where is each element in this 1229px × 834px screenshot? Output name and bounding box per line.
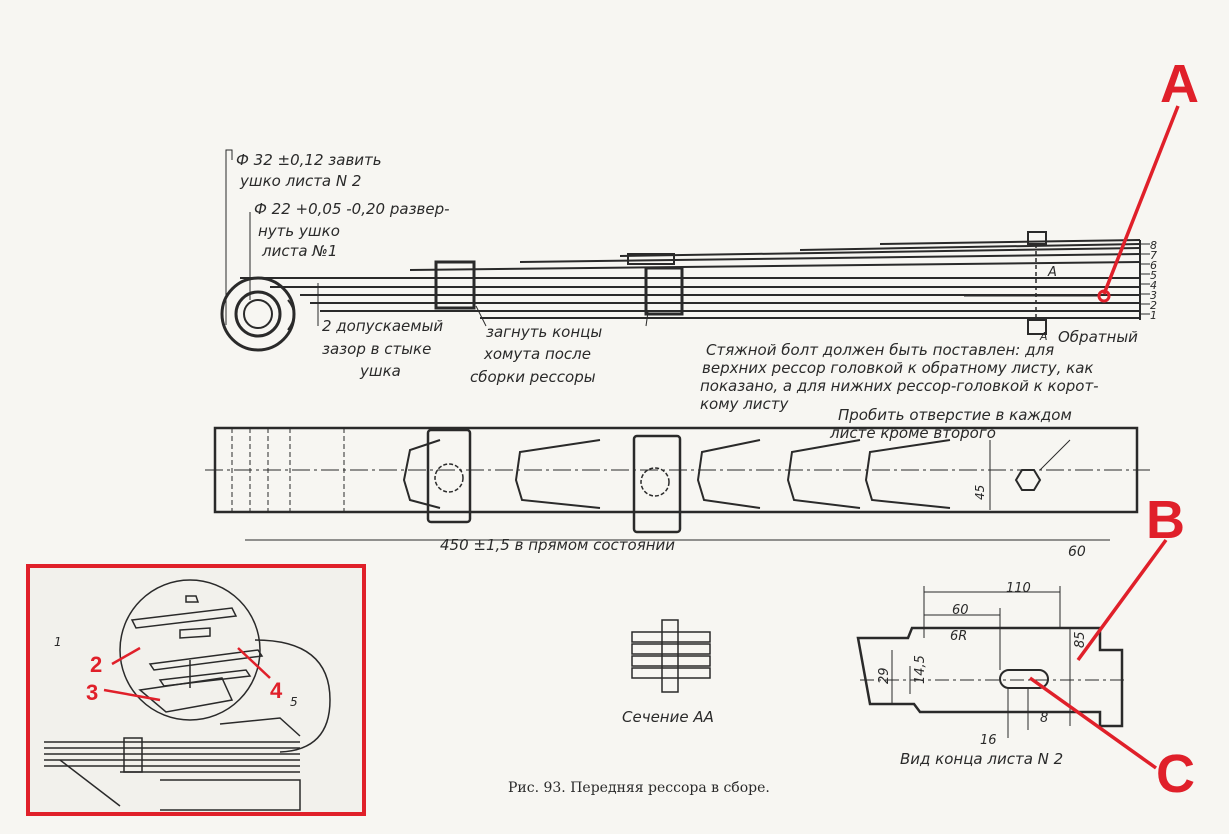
callout-4: 4	[270, 678, 283, 703]
hole-note-line1: Пробить отверстие в каждом	[838, 406, 1072, 424]
figure-caption: Рис. 93. Передняя рессора в сборе.	[508, 780, 770, 796]
hole-leader	[1039, 439, 1071, 471]
section-mark-a-lower: А	[1039, 330, 1048, 343]
gap-note-line2: зазор в стыке	[322, 340, 431, 358]
hex-hole	[1014, 469, 1042, 491]
dim-110: 110	[1006, 581, 1031, 596]
leaf-number-label: 6	[1150, 259, 1157, 272]
leaf-number-label: 5	[1150, 269, 1157, 282]
section-aa-label: Сечение АА	[622, 708, 714, 726]
clamp-plan-left	[426, 428, 472, 524]
section-mark-a: А	[1047, 265, 1057, 280]
spring-leaves	[240, 239, 1141, 320]
bolt-nut-top	[1027, 231, 1047, 245]
phi32-note-line2: ушко листа N 2	[239, 172, 361, 190]
hole-note-line2: листе кроме второго	[829, 424, 996, 442]
gap-note-line1: 2 допускаемый	[322, 317, 443, 335]
inset-mark-1: 1	[54, 635, 62, 649]
dim-14-5: 14,5	[913, 655, 928, 684]
phi32-note-line1: Ф 32 ±0,12 завить	[236, 151, 382, 169]
section-aa: Сечение АА	[622, 619, 714, 726]
gap-note-line3: ушка	[359, 362, 401, 380]
clamp-plan-middle	[632, 434, 682, 534]
spring-eye-outer	[220, 276, 296, 352]
inset-mark-5: 5	[290, 695, 298, 709]
phi22-note-line2: нуть ушко	[258, 222, 340, 240]
length-dim-label: 450 ±1,5 в прямом состоянии	[440, 536, 675, 554]
end-view-leaf-2: 110 60 6R 85 29 14,5 16 8 Вид конца лист…	[856, 581, 1128, 768]
dim-60-end: 60	[952, 603, 969, 618]
callout-b-leader	[1076, 538, 1168, 662]
leaf-number-label: 4	[1150, 279, 1157, 292]
spring-eye-pin	[243, 299, 273, 329]
phi22-note-line1: Ф 22 +0,05 -0,20 развер-	[254, 200, 450, 218]
dim-29: 29	[877, 667, 892, 684]
phi22-note-line3: листа №1	[261, 242, 337, 260]
bolt-nut-bottom	[1027, 319, 1047, 335]
callout-c: C	[1156, 744, 1195, 804]
clamp-note-line3: сборки рессоры	[470, 368, 596, 386]
clamp-note-line2: хомута после	[483, 345, 591, 363]
clamp-bolt-left	[434, 463, 464, 493]
bolt-note-line2: верхних рессор головкой к обратному лист…	[702, 359, 1094, 377]
leaf-number-label: 7	[1150, 249, 1157, 262]
inset-detail: 1 5 2 3 4	[26, 564, 366, 816]
reverse-leaf-label: Обратный	[1058, 328, 1138, 346]
leaf-number-label: 1	[1150, 309, 1157, 322]
callout-a-dot	[1097, 289, 1111, 303]
inset-plates	[130, 595, 264, 713]
section-aa-hatch	[631, 619, 711, 693]
bolt-note-line4: кому листу	[700, 395, 790, 413]
clamp-left	[434, 260, 476, 310]
plan-hidden-lines	[231, 428, 345, 512]
leaf-ends	[402, 439, 951, 509]
end-view-dims: 110 60 6R 85 29 14,5 16 8	[877, 581, 1088, 748]
bolt-note-line3: показано, а для нижних рессор-головкой к…	[700, 377, 1099, 395]
inset-eye-outline	[254, 639, 331, 753]
callout-b: B	[1146, 490, 1185, 550]
leaf-number-ticks	[1140, 243, 1150, 315]
callout-2: 2	[90, 652, 102, 677]
spring-eye-bushing	[234, 290, 282, 338]
spring-plan-view: Пробить отверстие в каждом листе кроме в…	[205, 406, 1150, 560]
clamp-note-line1: загнуть концы	[486, 323, 602, 341]
leaf-numbers: 8 7 6 5 4 3 2 1	[1150, 239, 1157, 322]
side-view-leaders	[225, 149, 1100, 327]
end-view-slot	[999, 669, 1049, 689]
end-view-outline	[856, 626, 1124, 728]
spring-eye-wrap	[287, 299, 295, 331]
hole-note: Пробить отверстие в каждом листе кроме в…	[829, 406, 1072, 442]
dim-6r: 6R	[950, 629, 967, 644]
leaf-number-label: 2	[1150, 299, 1157, 312]
callout-a: A	[1160, 54, 1199, 114]
leaf-number-label: 8	[1150, 239, 1157, 252]
end-view-label: Вид конца листа N 2	[900, 750, 1063, 768]
bolt-note-line1: Стяжной болт должен быть поставлен: для	[706, 341, 1054, 359]
inset-callout-leaders	[103, 646, 271, 702]
callout-a-leader	[1102, 105, 1180, 295]
inset-frame	[26, 564, 366, 816]
main-callouts: A B C	[1028, 54, 1199, 804]
dim-60: 60	[1068, 544, 1086, 560]
clamp-middle	[644, 266, 684, 316]
end-view-dim-lines	[891, 586, 1071, 738]
inset-magnifier-circle	[119, 579, 261, 721]
clamp-bolt-middle	[640, 467, 670, 497]
inset-leaf-stack	[44, 717, 301, 811]
dim-8: 8	[1040, 711, 1048, 726]
center-bolt-head	[627, 253, 675, 265]
callout-3: 3	[86, 680, 98, 705]
callout-c-leader	[1028, 676, 1158, 770]
leaf-number-label: 3	[1150, 289, 1157, 302]
dim-16: 16	[980, 733, 997, 748]
side-view-notes: Ф 32 ±0,12 завить ушко листа N 2 Ф 22 +0…	[236, 151, 1099, 413]
dim-85: 85	[1073, 631, 1088, 648]
spring-side-view: 8 7 6 5 4 3 2 1 А А Обратный Ф 32 ±0,12 …	[220, 149, 1157, 413]
dim-45: 45	[973, 485, 987, 500]
